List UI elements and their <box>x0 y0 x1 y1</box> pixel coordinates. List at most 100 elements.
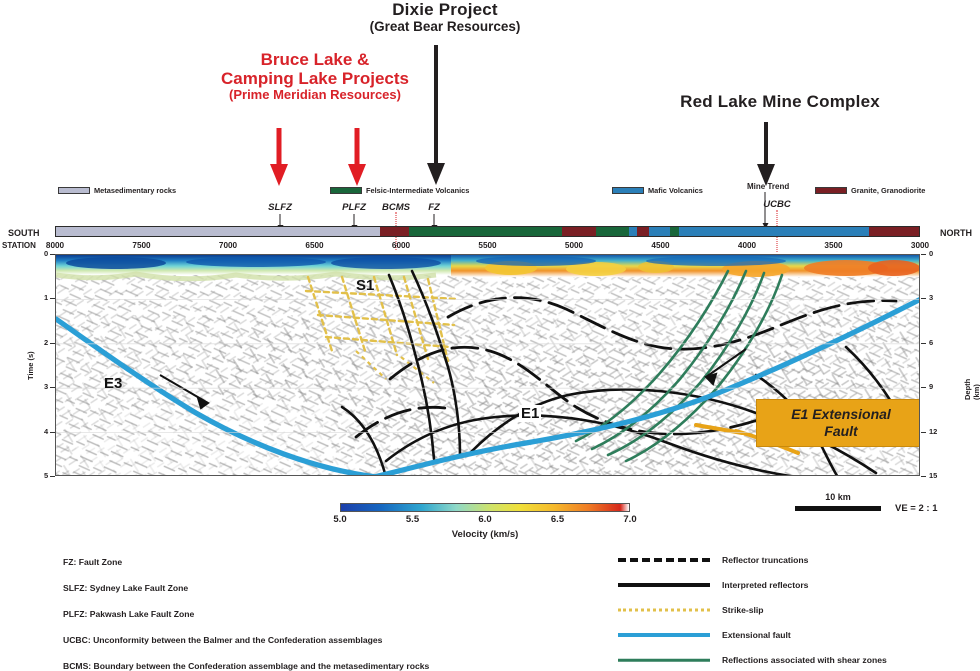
arrow-head <box>757 164 775 186</box>
fault-marker-label-fz: FZ <box>428 202 440 213</box>
time-tick-5: 5 <box>44 471 49 480</box>
geology-segment-3 <box>562 227 596 236</box>
line-legend-row-4: Reflections associated with shear zones <box>618 654 887 666</box>
fault-marker-label-slfz: SLFZ <box>268 202 292 213</box>
line-legend-row-3: Extensional fault <box>618 629 791 641</box>
line-legend-row-0: Reflector truncations <box>618 554 808 566</box>
direction-label-north: NORTH <box>940 228 972 238</box>
callout-bruce-subtitle: (Prime Meridian Resources) <box>229 87 401 103</box>
line-legend-stroke <box>618 558 710 562</box>
fault-marker-label-bcms: BCMS <box>382 202 410 213</box>
depth-tick-6: 6 <box>929 337 934 347</box>
line-legend-swatch <box>618 604 710 616</box>
fault-marker-pointer-fz <box>433 214 435 226</box>
line-legend-label: Strike-slip <box>722 605 764 615</box>
line-legend-label: Extensional fault <box>722 630 791 640</box>
section-label-e3: E3 <box>104 375 123 392</box>
depth-tick-mark <box>921 298 926 300</box>
callout-dixie-title: Dixie Project <box>392 0 498 19</box>
callout-dixie-subtitle: (Great Bear Resources) <box>369 19 521 35</box>
line-legend-swatch <box>618 654 710 666</box>
abbreviation-3: UCBC: Unconformity between the Balmer an… <box>63 635 383 645</box>
rock-swatch <box>330 187 362 194</box>
depth-tick-mark <box>921 476 926 477</box>
depth-tick-mark <box>921 254 926 255</box>
fault-marker-pointer-plfz <box>353 214 355 226</box>
time-tick-mark <box>50 476 55 477</box>
rock-legend-granite: Granite, Granodiorite <box>815 186 925 195</box>
callout-arrow-dixie <box>427 45 445 185</box>
axis-label-time: Time (s) <box>26 351 35 380</box>
time-tick-3: 3 <box>44 382 49 392</box>
line-legend-stroke <box>618 583 710 587</box>
station-tick-4500: 4500 <box>651 241 670 250</box>
mine-trend-pointer <box>764 192 766 224</box>
callout-bruce-title-line1: Bruce Lake & <box>260 50 370 69</box>
callout-bruce-camping-title-block: Bruce Lake & Camping Lake Projects (Prim… <box>170 50 460 103</box>
time-tick-4: 4 <box>44 426 49 436</box>
scale-bar <box>795 506 881 511</box>
time-tick-2: 2 <box>44 337 49 347</box>
geology-segment-6 <box>637 227 650 236</box>
station-tick-7500: 7500 <box>132 241 151 250</box>
station-tick-6500: 6500 <box>305 241 324 250</box>
arrow-shaft <box>354 128 360 164</box>
line-legend-label: Reflections associated with shear zones <box>722 655 887 665</box>
rock-legend-label: Granite, Granodiorite <box>851 186 926 195</box>
rock-legend-label: Felsic-Intermediate Volcanics <box>366 186 470 195</box>
station-tick-7000: 7000 <box>218 241 238 250</box>
line-legend-label: Reflector truncations <box>722 555 809 565</box>
scale-bar-label: 10 km <box>825 492 851 502</box>
e1-box-line2: Fault <box>824 423 858 439</box>
e1-box-line1: E1 Extensional <box>791 406 891 423</box>
callout-red-lake-title: Red Lake Mine Complex <box>680 92 880 111</box>
station-tick-4000: 4000 <box>737 241 757 250</box>
station-tick-5000: 5000 <box>564 241 584 250</box>
arrow-shaft <box>276 128 282 164</box>
station-tick-3000: 3000 <box>910 241 930 250</box>
arrow-head <box>348 164 366 186</box>
geology-segment-7 <box>649 227 671 236</box>
callout-bruce-title-line2: Camping Lake Projects <box>220 69 409 89</box>
colorbar-tick-6.5: 6.5 <box>550 514 565 525</box>
geology-segment-9 <box>678 227 870 236</box>
line-legend-stroke <box>618 608 710 612</box>
section-label-e1: E1 <box>519 405 542 422</box>
rock-swatch <box>815 187 847 194</box>
time-tick-mark <box>50 254 55 255</box>
rock-legend-label: Metasedimentary rocks <box>94 186 177 195</box>
direction-label-south: SOUTH <box>8 228 40 238</box>
geology-segment-1 <box>379 227 409 236</box>
seismic-section-panel[interactable]: S1 E3 E1 E1 Extensional Fault <box>55 254 920 476</box>
colorbar-tick-5.5: 5.5 <box>405 514 420 525</box>
section-label-s1: S1 <box>356 277 375 294</box>
time-tick-mark <box>50 342 55 344</box>
line-legend-stroke <box>618 658 710 662</box>
vertical-exaggeration-label: VE = 2 : 1 <box>895 503 938 514</box>
rock-legend-mafic: Mafic Volcanics <box>612 186 703 195</box>
colorbar-title: Velocity (km/s) <box>451 529 519 540</box>
time-tick-0: 0 <box>44 249 49 258</box>
line-legend-label: Interpreted reflectors <box>722 580 809 590</box>
station-tick-6000: 6000 <box>391 241 411 250</box>
velocity-colorbar <box>340 503 630 512</box>
station-tick-8000: 8000 <box>45 241 65 250</box>
geology-segment-5 <box>628 227 638 236</box>
geology-segment-10 <box>869 227 919 236</box>
callout-dixie-title-block: Dixie Project (Great Bear Resources) <box>300 0 590 34</box>
depth-tick-mark <box>921 342 926 344</box>
depth-tick-mark <box>921 431 926 433</box>
fault-marker-label-ucbc: UCBC <box>763 199 791 210</box>
time-tick-mark <box>50 298 55 300</box>
fault-marker-pointer-slfz <box>279 214 281 226</box>
station-tick-5500: 5500 <box>478 241 497 250</box>
abbreviation-1: SLFZ: Sydney Lake Fault Zone <box>63 583 189 593</box>
arrow-head <box>427 163 445 185</box>
station-axis-label: STATION <box>2 241 36 250</box>
callout-arrow-red-lake <box>757 122 775 186</box>
rock-swatch <box>612 187 644 194</box>
depth-tick-15: 15 <box>929 471 938 480</box>
line-legend-row-2: Strike-slip <box>618 604 764 616</box>
line-legend-stroke <box>618 633 710 637</box>
depth-tick-0: 0 <box>929 249 934 258</box>
